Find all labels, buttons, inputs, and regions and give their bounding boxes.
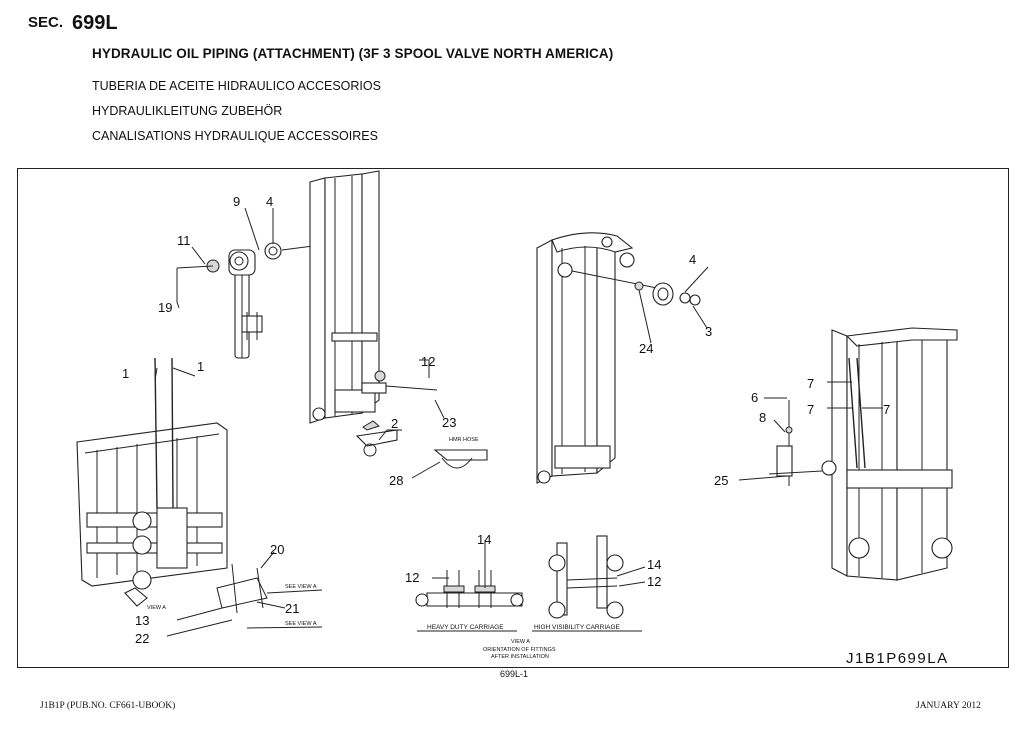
callout-1b: 1	[197, 359, 204, 374]
carriage-left: VIEW A SEE VIEW A SEE VIEW A	[76, 357, 323, 629]
section-label: SEC.	[28, 14, 64, 31]
subtitle-german: HYDRAULIKLEITUNG ZUBEHÖR	[92, 104, 283, 118]
callout-2: 2	[391, 416, 398, 431]
callout-6: 6	[751, 390, 758, 405]
callout-14b: 14	[647, 557, 661, 572]
callout-9: 9	[233, 194, 240, 209]
valve-assembly	[176, 242, 314, 359]
callout-11: 12	[421, 354, 435, 369]
publication-date: JANUARY 2012	[916, 701, 981, 711]
caption-view-a-center: VIEW A	[511, 639, 530, 645]
section-number: 699L	[72, 12, 118, 34]
publication-number: J1B1P (PUB.NO. CF661-UBOOK)	[40, 701, 176, 711]
subtitle-spanish: TUBERIA DE ACEITE HIDRAULICO ACCESORIOS	[92, 79, 381, 93]
caption-orientation-line2: AFTER INSTALLATION	[491, 654, 549, 660]
callout-4: 4	[689, 252, 696, 267]
caption-orientation-line1: ORIENTATION OF FITTINGS	[483, 647, 556, 653]
callout-19: 19	[158, 300, 172, 315]
carriage-details: HEAVY DUTY CARRIAGE HIGH VISIBILITY CARR…	[415, 535, 642, 660]
caption-high-visibility: HIGH VISIBILITY CARRIAGE	[534, 624, 621, 631]
callout-13: 13	[135, 613, 149, 628]
caption-hmr-hose: HMR HOSE	[449, 437, 479, 443]
callout-8: 8	[759, 410, 766, 425]
callout-20: 20	[270, 542, 284, 557]
callout-5: 4	[266, 194, 273, 209]
callout-7a: 7	[807, 376, 814, 391]
callout-21: 21	[285, 601, 299, 616]
callout-12a: 12	[405, 570, 419, 585]
callout-1a: 1	[122, 366, 129, 381]
caption-see-view-a-1: SEE VIEW A	[285, 584, 317, 590]
drawing-frame	[17, 168, 1009, 668]
callout-12b: 12	[647, 574, 661, 589]
caption-heavy-duty: HEAVY DUTY CARRIAGE	[427, 624, 504, 631]
callout-3: 3	[705, 324, 712, 339]
caption-see-view-a-2: SEE VIEW A	[285, 621, 317, 627]
drawing-code: J1B1P699LA	[846, 650, 949, 667]
callout-7c: 7	[883, 402, 890, 417]
leader-lines	[154, 207, 883, 637]
subtitle-french: CANALISATIONS HYDRAULIQUE ACCESSOIRES	[92, 129, 378, 143]
callout-25: 25	[714, 473, 728, 488]
parts-diagram: HMR HOSE VIEW A SEE VIEW A SEE VIEW A	[76, 170, 958, 660]
callout-28: 28	[389, 473, 403, 488]
callout-10: 11	[177, 233, 191, 248]
mast-right-center	[536, 232, 701, 484]
caption-view-a-left: VIEW A	[147, 605, 166, 611]
callout-22: 22	[135, 631, 149, 646]
callout-23: 23	[442, 415, 456, 430]
page-reference: 699L-1	[500, 669, 529, 679]
page-title: HYDRAULIC OIL PIPING (ATTACHMENT) (3F 3 …	[92, 46, 614, 61]
mast-far-right	[768, 327, 958, 581]
callout-numbers: 11 9 4 19 1 1 12 23 2 28 4 3 24 6 7 7 7 …	[122, 194, 890, 646]
callout-24: 24	[639, 341, 653, 356]
mast-center: HMR HOSE	[309, 170, 488, 469]
callout-7b: 7	[807, 402, 814, 417]
callout-14a: 14	[477, 532, 491, 547]
